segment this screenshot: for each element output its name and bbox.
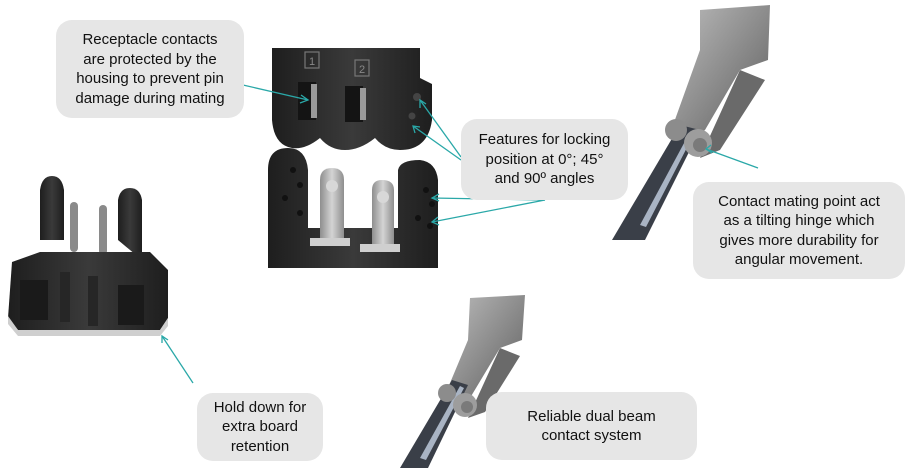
arrow-hinge bbox=[705, 148, 759, 169]
callout-dual-beam: Reliable dual beam contact system bbox=[486, 392, 697, 460]
arrow-locking-lower-2 bbox=[431, 199, 546, 223]
callout-text-line: extra board bbox=[222, 418, 298, 436]
arrow-receptacle bbox=[242, 84, 309, 101]
callout-text-line: gives more durability for bbox=[719, 231, 879, 249]
callout-text-line: and 90º angles bbox=[494, 170, 595, 188]
arrow-locking-upper-1 bbox=[419, 99, 462, 158]
callout-text-line: Contact mating point act bbox=[718, 192, 880, 210]
receptacle-housing-image: 1 2 bbox=[272, 48, 432, 150]
assembled-connector-image bbox=[8, 176, 168, 336]
callout-text-line: angular movement. bbox=[734, 251, 864, 268]
callout-text-line: Reliable dual beam bbox=[527, 407, 656, 425]
hinge-contact-image-small bbox=[400, 295, 525, 468]
callout-locking-features: Features for locking position at 0°; 45°… bbox=[461, 119, 628, 200]
callout-text-line: housing to prevent pin bbox=[76, 70, 224, 87]
callout-text-line: as a tilting hinge which bbox=[723, 212, 875, 229]
callout-text-line: retention bbox=[230, 437, 290, 455]
callout-text-line: Receptacle contacts bbox=[82, 31, 218, 48]
callout-text-line: damage during mating bbox=[75, 89, 225, 107]
svg-text:1: 1 bbox=[309, 56, 315, 68]
callout-receptacle-contacts: Receptacle contacts are protected by the… bbox=[56, 20, 244, 118]
callout-text-line: Features for locking bbox=[478, 131, 611, 149]
callout-hold-down: Hold down for extra board retention bbox=[197, 393, 323, 461]
hinge-contact-image-large bbox=[612, 5, 770, 240]
callout-text-line: position at 0°; 45° bbox=[485, 150, 604, 168]
callout-text-line: are protected by the bbox=[83, 50, 217, 68]
svg-text:2: 2 bbox=[359, 64, 365, 76]
callout-text-line: contact system bbox=[541, 427, 642, 444]
header-image bbox=[268, 148, 438, 268]
callout-text-line: Hold down for bbox=[213, 398, 307, 416]
callout-tilting-hinge: Contact mating point act as a tilting hi… bbox=[693, 182, 905, 279]
arrow-holddown bbox=[161, 335, 194, 384]
arrow-locking-upper-2 bbox=[412, 125, 462, 161]
